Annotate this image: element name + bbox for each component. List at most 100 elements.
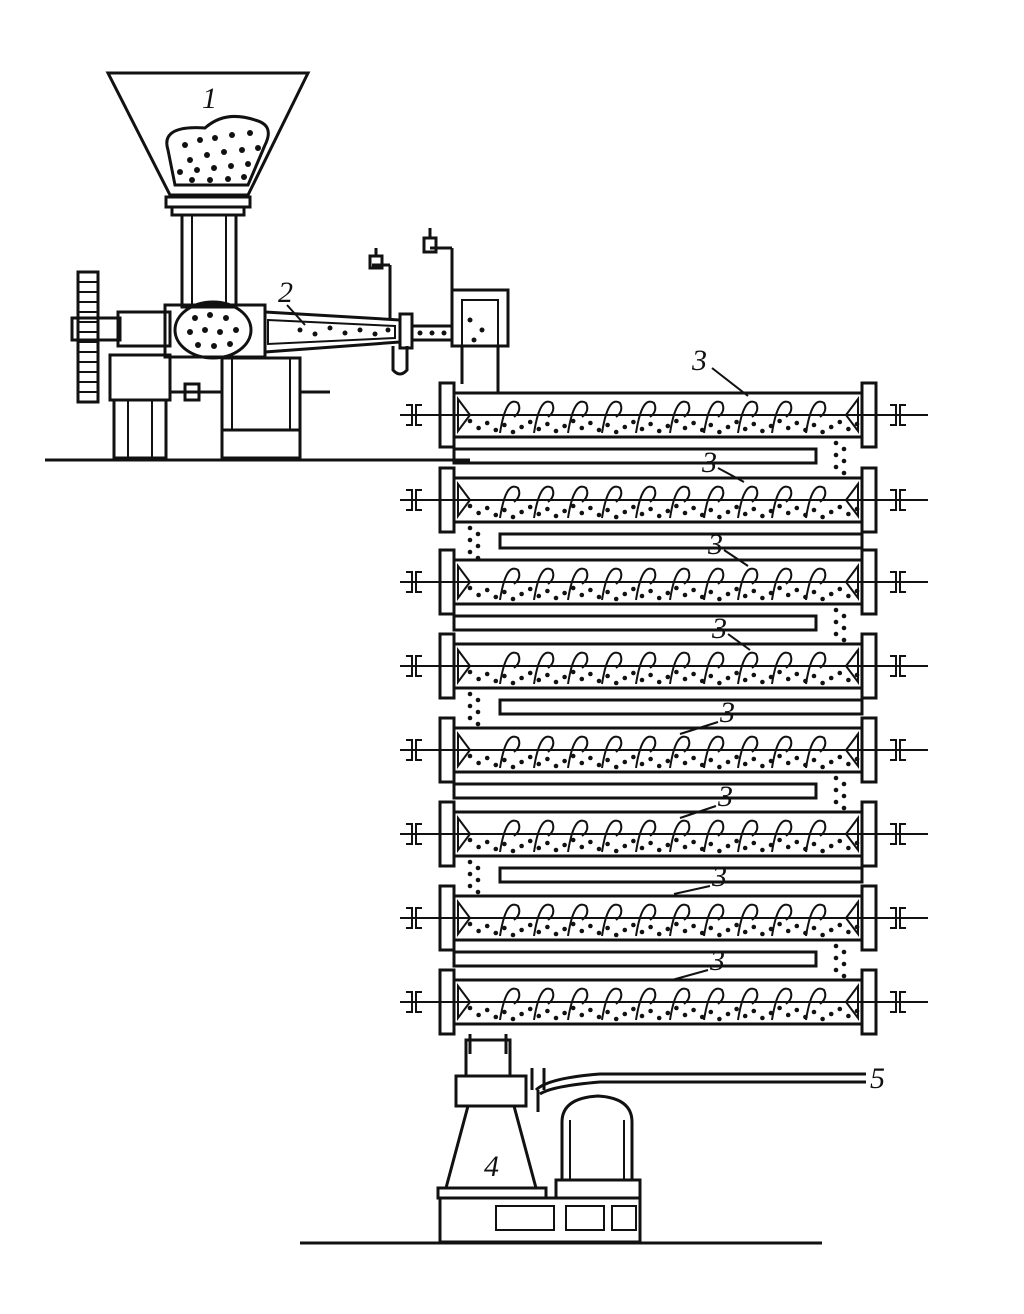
screw-end-right — [844, 647, 859, 685]
tube-5-leader — [679, 721, 719, 735]
reactor-tube-1 — [400, 381, 928, 476]
screw-flights — [499, 651, 827, 685]
left-bearing — [406, 571, 422, 593]
screw-end-left — [457, 563, 472, 601]
screw-end-left — [457, 481, 472, 519]
tube-8-leader — [671, 969, 709, 981]
transfer-granules — [467, 525, 481, 561]
discharge-unit — [436, 1038, 866, 1244]
screw-flights — [499, 735, 827, 769]
tube-3-leader — [723, 549, 749, 567]
transfer-channel — [498, 866, 864, 884]
tube-7-label: 3 — [711, 860, 727, 893]
left-bearing — [406, 404, 422, 426]
screw-end-right — [844, 815, 859, 853]
granules — [467, 753, 860, 770]
right-bearing — [890, 404, 906, 426]
transfer-channel — [498, 532, 864, 550]
screw-flights — [499, 819, 827, 853]
reactor-tube-5 — [400, 716, 928, 811]
screw-end-right — [844, 481, 859, 519]
tube-2-leader — [717, 467, 745, 483]
press-label: 2 — [278, 276, 293, 309]
tube-8-label: 3 — [709, 944, 725, 977]
reactor-tube-7 — [400, 884, 928, 979]
tube-7-leader — [673, 885, 711, 895]
granules — [467, 1005, 860, 1022]
screw-flights — [499, 987, 827, 1021]
feed-hopper — [105, 71, 311, 309]
tube-6-label: 3 — [717, 780, 733, 813]
screw-end-right — [844, 396, 859, 434]
transfer-granules — [833, 440, 847, 476]
right-bearing — [890, 489, 906, 511]
left-bearing — [406, 489, 422, 511]
left-bearing — [406, 907, 422, 929]
outlet-label: 5 — [870, 1062, 885, 1095]
exit-chute — [468, 1034, 508, 1054]
transfer-channel — [452, 782, 818, 800]
left-bearing — [406, 823, 422, 845]
granules — [467, 585, 860, 602]
discharge-label: 4 — [484, 1150, 499, 1183]
tube-6-leader — [679, 805, 717, 819]
screw-flights — [499, 903, 827, 937]
outlet-pipe — [534, 1072, 866, 1096]
right-bearing — [890, 823, 906, 845]
reactor-stack — [400, 381, 928, 1054]
screw-flights — [499, 567, 827, 601]
reactor-tube-8 — [400, 968, 928, 1054]
screw-end-left — [457, 396, 472, 434]
tube-3-label: 3 — [707, 528, 723, 561]
transfer-granules — [833, 607, 847, 643]
press-leader — [286, 304, 306, 326]
tube-5-label: 3 — [719, 696, 735, 729]
transfer-channel — [452, 950, 818, 968]
screw-end-left — [457, 731, 472, 769]
transfer-channel — [498, 698, 864, 716]
transfer-granules — [467, 691, 481, 727]
tube-4-label: 3 — [711, 612, 727, 645]
granules — [467, 503, 860, 520]
tube-2-label: 3 — [701, 446, 717, 479]
reactor-tube-4 — [400, 632, 928, 727]
screw-end-left — [457, 815, 472, 853]
transfer-granules — [467, 859, 481, 895]
screw-end-left — [457, 899, 472, 937]
granules — [467, 921, 860, 938]
granules — [467, 837, 860, 854]
tube-4-leader — [727, 633, 751, 651]
screw-end-left — [457, 647, 472, 685]
screw-flights — [499, 485, 827, 519]
granules — [467, 669, 860, 686]
reactor-tube-2 — [400, 466, 928, 561]
screw-end-right — [844, 983, 859, 1021]
screw-end-right — [844, 731, 859, 769]
reactor-tube-6 — [400, 800, 928, 895]
tube-1-label: 3 — [691, 344, 707, 377]
screw-end-left — [457, 983, 472, 1021]
right-bearing — [890, 655, 906, 677]
screw-end-right — [844, 563, 859, 601]
granules — [467, 418, 860, 435]
right-bearing — [890, 907, 906, 929]
hopper-granules — [177, 130, 261, 183]
screw-flights — [499, 400, 827, 434]
transfer-granules — [833, 943, 847, 979]
transfer-granules — [833, 775, 847, 811]
left-bearing — [406, 739, 422, 761]
screw-press — [70, 228, 510, 460]
left-bearing — [406, 655, 422, 677]
right-bearing — [890, 991, 906, 1013]
right-bearing — [890, 571, 906, 593]
tube-1-leader — [711, 367, 749, 397]
reactor-tube-3 — [400, 548, 928, 643]
screw-end-right — [844, 899, 859, 937]
right-bearing — [890, 739, 906, 761]
left-bearing — [406, 991, 422, 1013]
feed-chute — [460, 346, 500, 392]
transfer-channel — [452, 614, 818, 632]
hopper-label: 1 — [202, 82, 217, 115]
transfer-channel — [452, 447, 818, 465]
